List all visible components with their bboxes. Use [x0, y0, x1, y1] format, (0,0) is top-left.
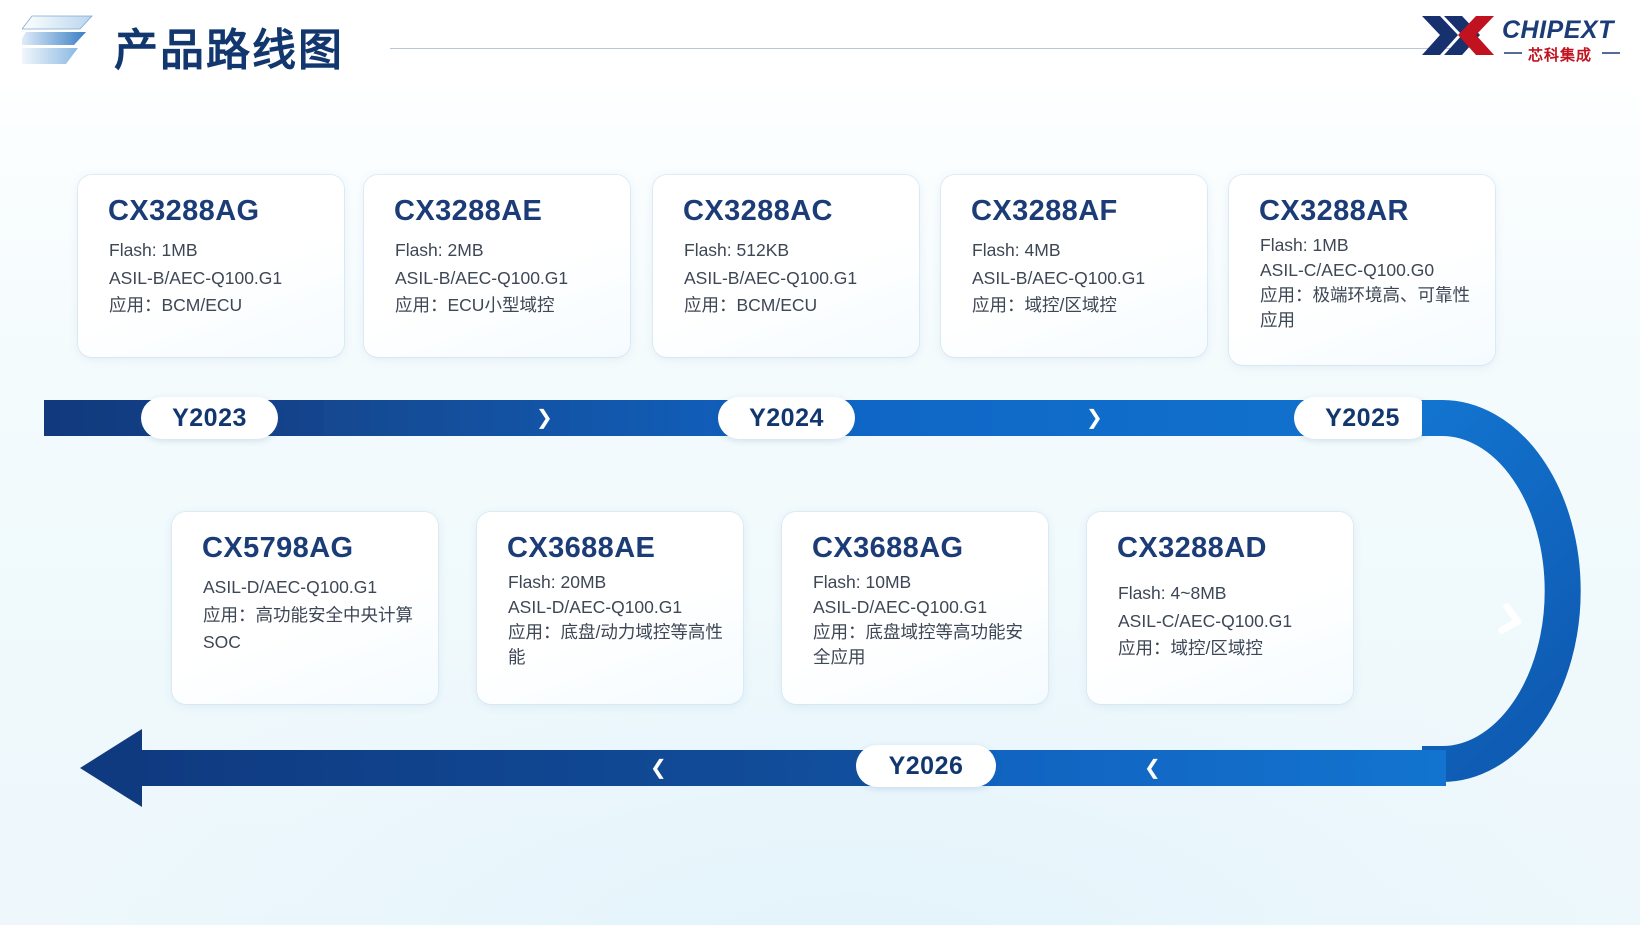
chipext-stripes-icon	[22, 15, 93, 64]
spec-line: Flash: 1MB	[109, 240, 198, 260]
spec-line: Flash: 2MB	[395, 240, 484, 260]
product-card-cx3288ad[interactable]: CX3288AD Flash: 4~8MB ASIL-C/AEC-Q100.G1…	[1087, 512, 1353, 704]
product-card-cx3288ae[interactable]: CX3288AE Flash: 2MB ASIL-B/AEC-Q100.G1 应…	[364, 175, 630, 357]
spec-line: 应用：域控/区域控	[972, 295, 1117, 316]
timeline-year-y2025[interactable]: Y2025	[1294, 397, 1431, 439]
page-title: 产品路线图	[114, 26, 344, 75]
spec-line: ASIL-B/AEC-Q100.G1	[972, 267, 1146, 288]
timeline-year-y2024[interactable]: Y2024	[718, 397, 855, 439]
product-specs: Flash: 4~8MB ASIL-C/AEC-Q100.G1 应用：域控/区域…	[1118, 580, 1341, 663]
product-name: CX3288AD	[1117, 532, 1267, 564]
product-name: CX3288AR	[1259, 195, 1409, 227]
product-card-cx3288ac[interactable]: CX3288AC Flash: 512KB ASIL-B/AEC-Q100.G1…	[653, 175, 919, 357]
arrow-left-head-icon	[80, 729, 142, 807]
spec-line: 应用：域控/区域控	[1118, 638, 1263, 659]
timeline-year-y2026[interactable]: Y2026	[856, 745, 996, 787]
timeline-uturn-curve	[1422, 400, 1581, 782]
svg-text:芯科集成: 芯科集成	[1528, 46, 1592, 64]
chipext-brand-logo: CHIPEXT 芯科集成	[1422, 16, 1620, 64]
timeline-return-segment-1: ❮	[134, 750, 904, 786]
chevron-right-icon: ❯	[536, 407, 553, 429]
spec-line: Flash: 4MB	[972, 240, 1061, 260]
spec-line: 应用：BCM/ECU	[109, 295, 243, 316]
product-specs: Flash: 512KB ASIL-B/AEC-Q100.G1 应用：BCM/E…	[684, 237, 907, 320]
spec-line: Flash: 20MB	[508, 572, 607, 592]
product-specs: Flash: 10MB ASIL-D/AEC-Q100.G1 应用：底盘域控等高…	[813, 570, 1036, 669]
product-name: CX3688AE	[507, 532, 656, 564]
spec-line: 应用：高功能安全中央计算SOC	[203, 604, 413, 653]
spec-line: ASIL-D/AEC-Q100.G1	[508, 596, 683, 617]
product-specs: ASIL-D/AEC-Q100.G1 应用：高功能安全中央计算SOC	[203, 574, 418, 657]
product-name: CX3288AF	[971, 195, 1118, 227]
product-card-cx3688ag[interactable]: CX3688AG Flash: 10MB ASIL-D/AEC-Q100.G1 …	[782, 512, 1048, 704]
slide-header: 产品路线图 CHIPEXT 芯科集成	[0, 0, 1640, 100]
product-specs: Flash: 2MB ASIL-B/AEC-Q100.G1 应用：ECU小型域控	[395, 237, 618, 320]
product-name: CX3288AC	[683, 195, 833, 227]
product-name: CX3288AG	[108, 195, 260, 227]
spec-line: Flash: 10MB	[813, 572, 912, 592]
spec-line: 应用：BCM/ECU	[684, 295, 818, 316]
chevron-left-icon: ❮	[650, 757, 667, 779]
spec-line: ASIL-B/AEC-Q100.G1	[395, 267, 569, 288]
spec-line: 应用：ECU小型域控	[395, 295, 555, 316]
product-card-cx3288af[interactable]: CX3288AF Flash: 4MB ASIL-B/AEC-Q100.G1 应…	[941, 175, 1207, 357]
product-card-cx5798ag[interactable]: CX5798AG ASIL-D/AEC-Q100.G1 应用：高功能安全中央计算…	[172, 512, 438, 704]
spec-line: ASIL-B/AEC-Q100.G1	[109, 267, 283, 288]
chevron-left-icon: ❮	[1144, 757, 1161, 779]
spec-line: ASIL-D/AEC-Q100.G1	[203, 577, 378, 597]
spec-line: Flash: 512KB	[684, 240, 790, 260]
product-name: CX5798AG	[202, 532, 354, 564]
spec-line: 应用：极端环境高、可靠性应用	[1260, 284, 1470, 330]
spec-line: 应用：底盘/动力域控等高性能	[508, 621, 723, 667]
title-divider	[390, 48, 1450, 49]
spec-line: ASIL-D/AEC-Q100.G1	[813, 596, 988, 617]
timeline-segment-2: ❯	[324, 400, 784, 436]
chevron-right-icon: ❯	[1086, 407, 1103, 429]
product-specs: Flash: 1MB ASIL-C/AEC-Q100.G0 应用：极端环境高、可…	[1260, 233, 1473, 332]
svg-text:CHIPEXT: CHIPEXT	[1502, 16, 1616, 44]
product-name: CX3688AG	[812, 532, 964, 564]
product-specs: Flash: 4MB ASIL-B/AEC-Q100.G1 应用：域控/区域控	[972, 237, 1195, 320]
product-card-cx3688ae[interactable]: CX3688AE Flash: 20MB ASIL-D/AEC-Q100.G1 …	[477, 512, 743, 704]
product-name: CX3288AE	[394, 195, 543, 227]
product-card-cx3288ag[interactable]: CX3288AG Flash: 1MB ASIL-B/AEC-Q100.G1 应…	[78, 175, 344, 357]
spec-line: ASIL-C/AEC-Q100.G1	[1118, 610, 1293, 631]
timeline-return-bar: ❮ ❮	[40, 729, 1446, 807]
product-card-cx3288ar[interactable]: CX3288AR Flash: 1MB ASIL-C/AEC-Q100.G0 应…	[1229, 175, 1495, 365]
timeline-year-y2023[interactable]: Y2023	[141, 397, 278, 439]
spec-line: ASIL-C/AEC-Q100.G0	[1260, 259, 1435, 280]
spec-line: Flash: 4~8MB	[1118, 583, 1227, 603]
product-specs: Flash: 20MB ASIL-D/AEC-Q100.G1 应用：底盘/动力域…	[508, 570, 723, 669]
spec-line: 应用：底盘域控等高功能安全应用	[813, 621, 1023, 667]
spec-line: Flash: 1MB	[1260, 235, 1349, 255]
spec-line: ASIL-B/AEC-Q100.G1	[684, 267, 858, 288]
product-specs: Flash: 1MB ASIL-B/AEC-Q100.G1 应用：BCM/ECU	[109, 237, 332, 320]
